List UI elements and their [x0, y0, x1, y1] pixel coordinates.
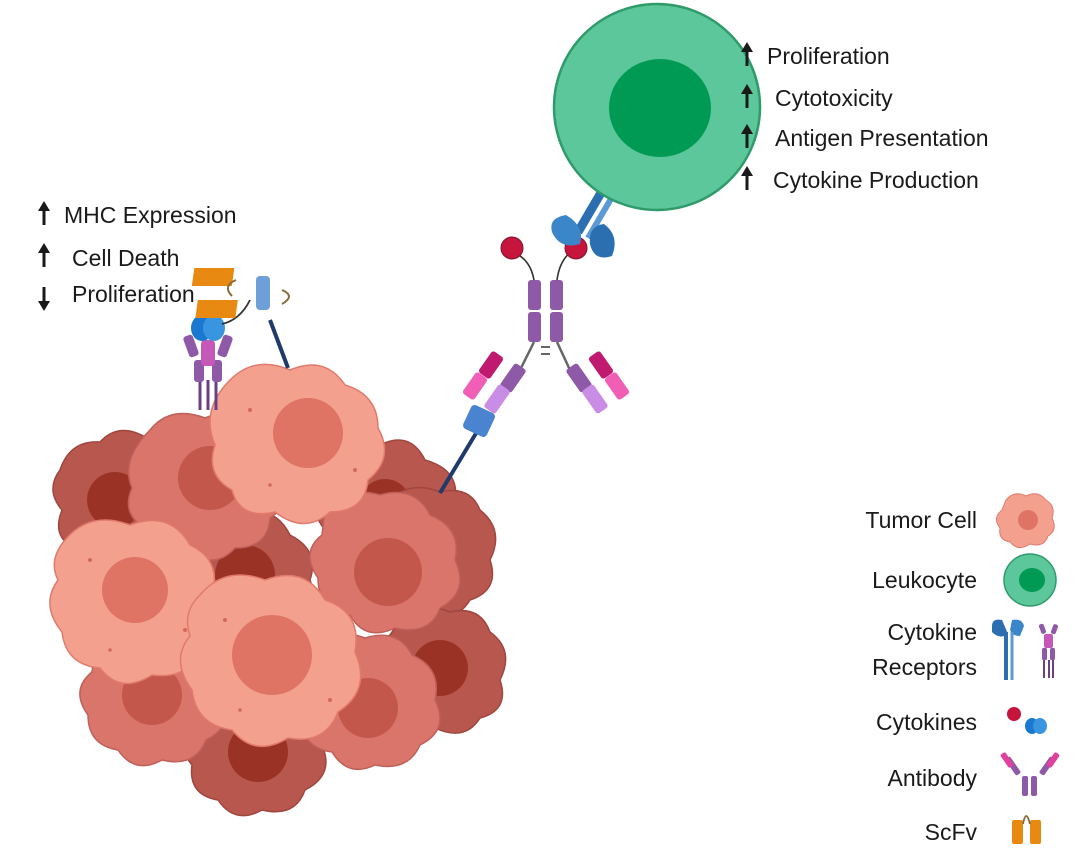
increase-arrow-icon [739, 164, 755, 192]
legend: Tumor Cell Leukocyte Cytokine Receptors [865, 493, 1060, 845]
cytokine-receptors-icon [992, 619, 1058, 680]
increase-arrow-icon [36, 241, 52, 269]
legend-label-cytokine-receptors: Cytokine [888, 619, 977, 645]
tumor-effect-label: Proliferation [72, 281, 195, 307]
antibody-construct [438, 236, 630, 495]
tumor-effect-label: Cell Death [72, 245, 179, 271]
leukocyte-effect-label: Proliferation [767, 43, 890, 69]
cytokines-icon [1007, 707, 1047, 734]
legend-label-leukocyte: Leukocyte [872, 567, 977, 593]
cytokine-receptor-purple [183, 334, 233, 410]
tumor-cell-medium [309, 491, 461, 634]
tumor-cell-light [49, 519, 219, 685]
tumor-cell-icon [996, 493, 1055, 548]
legend-label-cytokine-receptors: Receptors [872, 654, 977, 680]
leukocyte-cell [552, 2, 762, 212]
increase-arrow-icon [36, 199, 52, 227]
leukocyte-icon [1003, 553, 1057, 607]
leukocyte-effects-list: Proliferation Cytotoxicity Antigen Prese… [739, 40, 989, 193]
scfv-icon [1012, 815, 1041, 844]
legend-label-antibody: Antibody [887, 765, 977, 791]
legend-label-cytokines: Cytokines [876, 709, 977, 735]
cytokine-blue [191, 315, 225, 341]
decrease-arrow-icon [36, 285, 52, 313]
legend-label-tumor-cell: Tumor Cell [865, 507, 977, 533]
tumor-cell-light [179, 574, 362, 748]
legend-label-scfv: ScFv [925, 819, 978, 845]
leukocyte-effect-label: Antigen Presentation [775, 125, 989, 151]
leukocyte-effect-label: Cytokine Production [773, 167, 979, 193]
antibody-icon [1000, 752, 1060, 796]
tumor-cell-light [209, 363, 386, 525]
tumor-cluster [49, 363, 507, 817]
tumor-effect-label: MHC Expression [64, 202, 237, 228]
scfv-construct [191, 268, 290, 369]
leukocyte-effect-label: Cytotoxicity [775, 85, 893, 111]
tumor-effects-list: MHC Expression Cell Death Proliferation [36, 199, 237, 313]
